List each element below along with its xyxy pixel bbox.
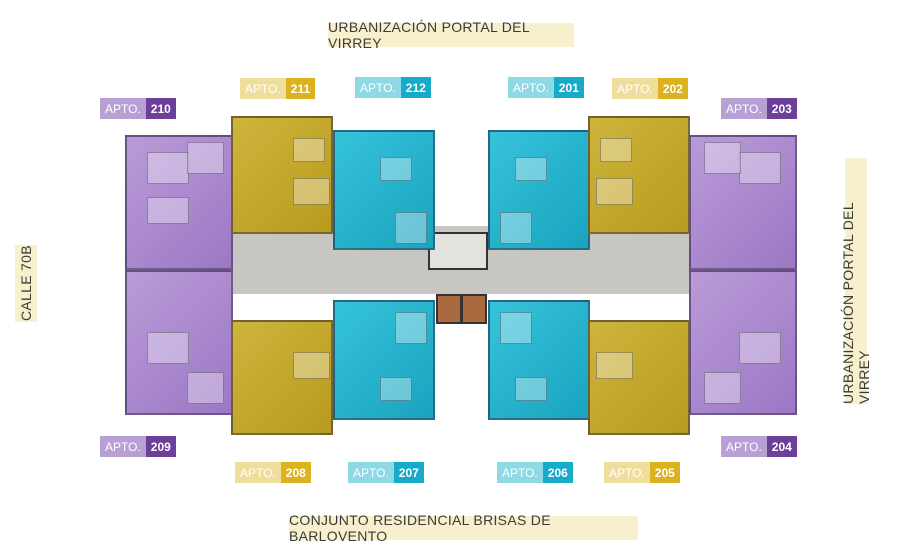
stairs (428, 232, 488, 270)
unit-207[interactable] (333, 300, 435, 420)
unit-204[interactable] (689, 270, 797, 415)
unit-201[interactable] (488, 130, 590, 250)
unit-211[interactable] (231, 116, 333, 234)
title-left: CALLE 70B (15, 245, 37, 322)
label-202[interactable]: APTO.202 (612, 78, 688, 99)
title-right: URBANIZACIÓN PORTAL DEL VIRREY (840, 158, 872, 404)
unit-209[interactable] (125, 270, 233, 415)
label-203[interactable]: APTO.203 (721, 98, 797, 119)
label-206[interactable]: APTO.206 (497, 462, 573, 483)
label-204[interactable]: APTO.204 (721, 436, 797, 457)
elevator (436, 294, 462, 324)
unit-205[interactable] (588, 320, 690, 435)
unit-206[interactable] (488, 300, 590, 420)
label-209[interactable]: APTO.209 (100, 436, 176, 457)
title-bottom: CONJUNTO RESIDENCIAL BRISAS DE BARLOVENT… (289, 512, 638, 544)
unit-208[interactable] (231, 320, 333, 435)
label-201[interactable]: APTO.201 (508, 77, 584, 98)
unit-210[interactable] (125, 135, 233, 270)
unit-203[interactable] (689, 135, 797, 270)
label-207[interactable]: APTO.207 (348, 462, 424, 483)
unit-202[interactable] (588, 116, 690, 234)
label-208[interactable]: APTO.208 (235, 462, 311, 483)
label-205[interactable]: APTO.205 (604, 462, 680, 483)
unit-212[interactable] (333, 130, 435, 250)
label-212[interactable]: APTO.212 (355, 77, 431, 98)
label-211[interactable]: APTO.211 (240, 78, 316, 99)
elevator (461, 294, 487, 324)
title-top: URBANIZACIÓN PORTAL DEL VIRREY (328, 19, 574, 51)
label-210[interactable]: APTO.210 (100, 98, 176, 119)
